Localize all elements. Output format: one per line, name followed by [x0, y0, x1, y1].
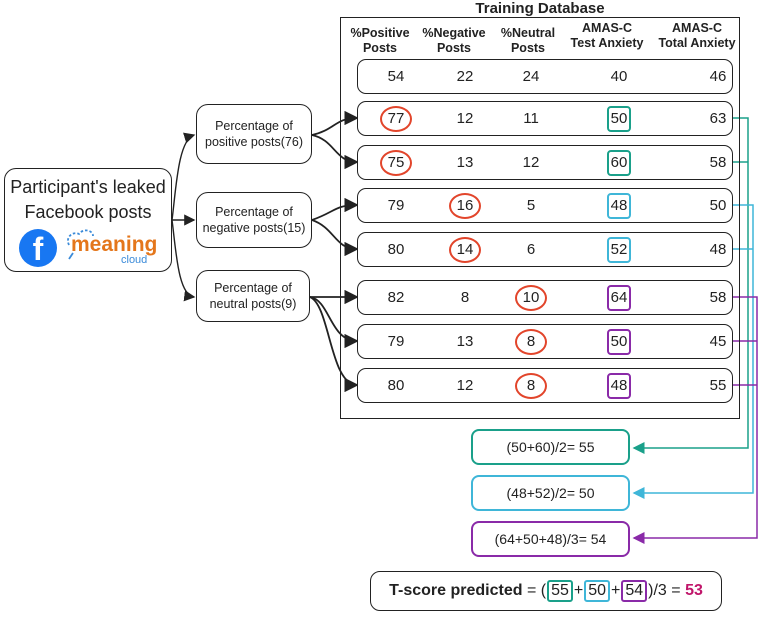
tscore-plus2: +: [611, 582, 621, 599]
database-title: Training Database: [475, 0, 605, 17]
cell-pos: 80: [387, 377, 405, 394]
highlight-ring: [515, 284, 547, 311]
calc-box-purple: (64+50+48)/3= 54: [471, 521, 630, 557]
highlight-square: [607, 328, 631, 355]
meaningcloud-logo: meaning cloud: [63, 229, 167, 267]
tscore-v1: 55: [547, 580, 573, 602]
cell-test: 48: [610, 377, 628, 394]
highlight-ring: [380, 149, 412, 176]
cell-neg: 12: [456, 377, 474, 394]
cell-neg: 13: [456, 333, 474, 350]
cell-neg: 13: [456, 154, 474, 171]
cell-total: 45: [709, 333, 727, 350]
edge-participant-neutral: [171, 219, 196, 302]
cell-neg: 12: [456, 110, 474, 127]
tscore-label: T-score predicted: [389, 582, 523, 599]
tscore-box: T-score predicted = ( 55 + 50 + 54 )/3 =…: [370, 571, 722, 611]
cell-total: 50: [709, 197, 727, 214]
cell-pos: 54: [387, 68, 405, 85]
participant-box: Participant's leaked Facebook posts f me…: [4, 168, 172, 272]
cell-total: 48: [709, 241, 727, 258]
cell-total: 58: [709, 154, 727, 171]
highlight-square: [607, 236, 631, 263]
highlight-square: [607, 105, 631, 132]
cell-test: 50: [610, 333, 628, 350]
highlight-square: [607, 149, 631, 176]
cell-test: 48: [610, 197, 628, 214]
tscore-v2: 50: [584, 580, 611, 602]
cell-pos: 79: [387, 333, 405, 350]
cell-pos: 80: [387, 241, 405, 258]
tscore-v3: 54: [621, 580, 648, 602]
facebook-logo-icon: f: [19, 229, 57, 267]
cell-test: 50: [610, 110, 628, 127]
calc-box-teal: (50+60)/2= 55: [471, 429, 630, 465]
highlight-ring: [449, 192, 481, 219]
tscore-tail: )/3 =: [648, 582, 686, 599]
participant-line2: Facebook posts: [24, 202, 152, 222]
tscore-result: 53: [685, 582, 703, 599]
cell-total: 58: [709, 289, 727, 306]
highlight-ring: [515, 328, 547, 355]
highlight-ring: [449, 236, 481, 263]
highlight-ring: [515, 372, 547, 399]
meaning-text: meaning: [71, 233, 158, 256]
database-frame: [340, 17, 740, 419]
cell-total: 63: [709, 110, 727, 127]
cell-neu: 12: [522, 154, 540, 171]
highlight-square: [607, 284, 631, 311]
cell-pos: 79: [387, 197, 405, 214]
cell-pos: 82: [387, 289, 405, 306]
cell-neu: 5: [526, 197, 536, 214]
edge-participant-positive: [171, 132, 196, 221]
cell-total: 55: [709, 377, 727, 394]
cell-neu: 6: [526, 241, 536, 258]
table-row: 54 22 24 40 46: [357, 59, 733, 94]
cell-test: 40: [610, 68, 628, 85]
cloud-outline-icon: [67, 229, 94, 260]
tscore-plus1: +: [573, 582, 584, 599]
highlight-square: [607, 192, 631, 219]
participant-line1: Participant's leaked: [10, 177, 166, 197]
cell-test: 60: [610, 154, 628, 171]
highlight-ring: [380, 105, 412, 132]
calc-box-blue: (48+52)/2= 50: [471, 475, 630, 511]
cell-total: 46: [709, 68, 727, 85]
tscore-eq: = (: [522, 582, 547, 599]
cell-test: 52: [610, 241, 628, 258]
cell-neg: 22: [456, 68, 474, 85]
cloud-text: cloud: [121, 254, 148, 266]
highlight-square: [607, 372, 631, 399]
cell-neg: 8: [460, 289, 470, 306]
cell-neu: 24: [522, 68, 540, 85]
cell-neu: 11: [523, 110, 539, 127]
cell-test: 64: [610, 289, 628, 306]
